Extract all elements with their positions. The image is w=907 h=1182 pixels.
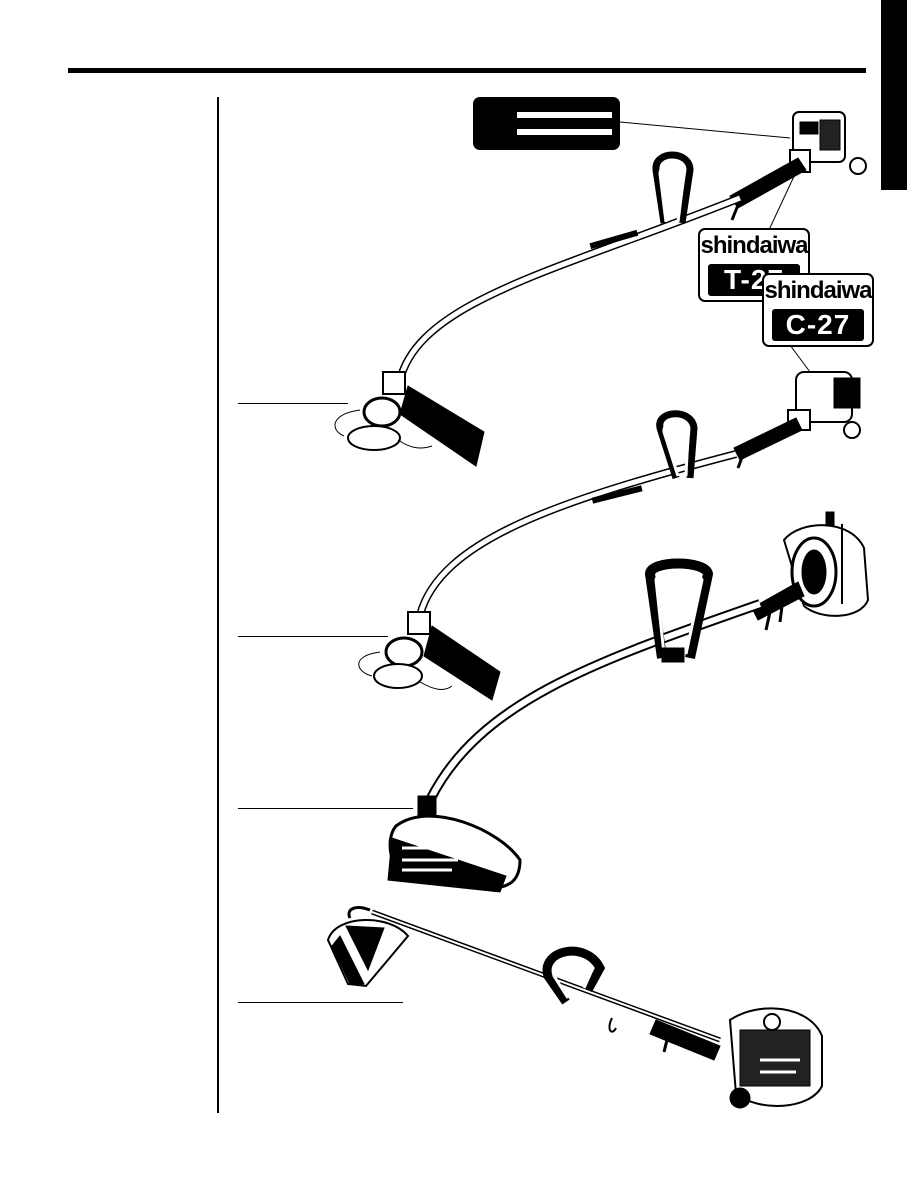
margin-rule bbox=[217, 97, 219, 1113]
leader-lines bbox=[619, 121, 811, 373]
callout-line-2 bbox=[238, 636, 388, 637]
section-thumb-tab bbox=[881, 0, 907, 190]
c27-logo-brand: shindaiwa bbox=[764, 277, 872, 304]
t27-logo-badge: shindaiwa T-27 bbox=[698, 228, 810, 302]
callout-line-3 bbox=[238, 808, 413, 809]
model-identification-plate bbox=[473, 97, 620, 150]
c27-logo-badge: shindaiwa C-27 bbox=[762, 273, 874, 347]
plate-line-1 bbox=[517, 112, 612, 118]
c27-logo-model: C-27 bbox=[772, 309, 864, 341]
t27-logo-brand: shindaiwa bbox=[700, 232, 808, 259]
string-trimmer-curved-shaft-icon bbox=[334, 111, 867, 467]
plate-line-2 bbox=[517, 129, 612, 135]
header-rule bbox=[68, 68, 866, 73]
plate-leader-line bbox=[619, 121, 791, 139]
callout-line-4 bbox=[238, 1002, 403, 1003]
string-trimmer-straight-shaft-icon bbox=[326, 906, 823, 1109]
callout-line-1 bbox=[238, 403, 348, 404]
t27-leader-line bbox=[767, 171, 797, 233]
string-trimmer-large-guard-icon bbox=[387, 511, 870, 893]
c27-leader-line bbox=[789, 344, 811, 373]
string-trimmer-curved-shaft-icon bbox=[358, 371, 861, 701]
